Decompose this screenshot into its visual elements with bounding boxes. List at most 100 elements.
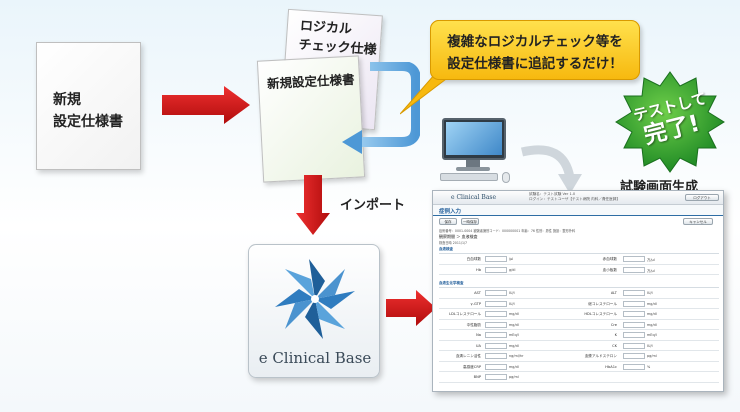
red-arrow-to-merge — [162, 86, 250, 124]
value-input[interactable] — [623, 353, 645, 359]
field-unit: mg/dl — [509, 322, 519, 327]
field-unit: % — [647, 364, 651, 369]
field-unit: pg/ml — [647, 354, 657, 358]
field-unit: IU/l — [509, 291, 515, 295]
field-unit: mEq/l — [509, 333, 519, 337]
field-unit: mEq/l — [647, 333, 657, 337]
value-input[interactable] — [623, 363, 645, 370]
value-input[interactable] — [485, 353, 507, 359]
merge-bracket-arrow — [342, 62, 420, 154]
field-label: 血小板数 — [602, 267, 617, 272]
field-unit: ng/ml/hr — [509, 354, 524, 358]
import-label: インポート — [340, 198, 406, 213]
field-label: γ-GTP — [470, 301, 481, 306]
field-unit: g/dl — [509, 267, 516, 272]
logic-check-spec-label: ロジカル チェック仕様 — [298, 18, 377, 59]
value-input[interactable] — [623, 256, 645, 262]
value-input[interactable] — [623, 300, 645, 307]
red-arrow-import — [296, 175, 330, 235]
computer-icon — [440, 118, 520, 183]
screen-page-title: 症例入力 — [439, 209, 462, 215]
field-label: HbA1c — [605, 364, 617, 369]
feature-callout-text: 複雑なロジカルチェック等を 設定仕様書に追記するだけ！ — [430, 20, 640, 80]
field-label: HDLコレステロール — [584, 312, 617, 316]
pinwheel-logo-icon — [275, 259, 355, 339]
value-input[interactable] — [485, 290, 507, 296]
value-input[interactable] — [623, 342, 645, 349]
screen-meta-date: 検査日時 2011/1/7 — [439, 241, 468, 245]
value-input[interactable] — [623, 321, 645, 328]
field-label: LDLコレステロール — [449, 312, 481, 316]
generated-case-entry-screen: e Clinical Base 試験名：テスト試験 Ver 1.0 ログイン：テ… — [432, 190, 724, 392]
field-label: K — [614, 333, 617, 337]
field-label: 赤血球数 — [602, 257, 617, 261]
table-row: 血清レニン活性 ng/ml/hr 血漿アルドステロン pg/ml — [439, 351, 719, 362]
value-input[interactable] — [623, 290, 645, 296]
value-input[interactable] — [485, 342, 507, 349]
field-label: 総コレステロール — [588, 301, 617, 306]
screen-header-info: 試験名：テスト試験 Ver 1.0 ログイン：テストユーザ【テスト病院 内科／責… — [529, 192, 620, 201]
temp-save-button[interactable]: 一時保存 — [461, 218, 479, 225]
field-label: 中性脂肪 — [466, 322, 481, 327]
field-unit: 万/μl — [647, 268, 655, 273]
field-label: Cre — [610, 322, 617, 327]
field-unit: mg/dl — [509, 312, 519, 316]
value-input[interactable] — [485, 311, 507, 317]
field-label: 血清レニン活性 — [455, 354, 481, 358]
table-row: LDLコレステロール mg/dl HDLコレステロール mg/dl — [439, 309, 719, 320]
value-input[interactable] — [623, 266, 645, 273]
value-input[interactable] — [623, 311, 645, 317]
red-arrow-to-screen — [386, 290, 436, 326]
field-label: BNP — [473, 375, 481, 379]
field-unit: 万/μl — [647, 258, 655, 262]
eclinical-base-logo-box: e Clinical Base — [248, 244, 380, 378]
value-input[interactable] — [485, 332, 507, 338]
screen-title-bar: 症例入力 — [433, 205, 723, 216]
field-unit: pg/ml — [509, 375, 519, 379]
field-unit: mg/dl — [647, 312, 657, 316]
value-input[interactable] — [485, 321, 507, 328]
value-input[interactable] — [485, 256, 507, 262]
screen-meta-case: 症例番号：0001-0004 被験者識別コード：000000001 年齢：76 … — [439, 229, 576, 233]
field-unit: mg/dl — [647, 301, 657, 306]
value-input[interactable] — [485, 300, 507, 307]
table-row: Hb g/dl 血小板数 万/μl — [439, 265, 719, 275]
value-input[interactable] — [485, 363, 507, 370]
field-label: Hb — [476, 267, 481, 272]
field-unit: mg/dl — [509, 343, 519, 348]
logo-wordmark: e Clinical Base — [258, 349, 372, 367]
field-unit: IU/l — [509, 301, 515, 306]
screen-section-biochem: 血液生化学検査 — [439, 281, 464, 285]
table-row: 高感度CRP mg/dl HbA1c% — [439, 362, 719, 372]
value-input[interactable] — [623, 332, 645, 338]
field-label: 血漿アルドステロン — [584, 354, 617, 358]
new-spec-document-label: 新規 設定仕様書 — [53, 92, 123, 130]
field-label: CK — [612, 343, 617, 348]
table-row: γ-GTP IU/l 総コレステロール mg/dl — [439, 299, 719, 309]
field-unit: mg/dl — [647, 322, 657, 327]
cancel-button[interactable]: キャンセル — [683, 218, 713, 225]
table-row: 中性脂肪 mg/dl Cre mg/dl — [439, 320, 719, 330]
field-unit: IU/l — [647, 291, 653, 295]
field-unit: IU/l — [647, 343, 653, 348]
field-unit: mg/dl — [509, 364, 519, 369]
screen-brand: e Clinical Base — [451, 194, 497, 201]
value-input[interactable] — [485, 266, 507, 273]
curved-arrow-to-screen — [520, 145, 582, 194]
save-button[interactable]: 保存 — [439, 218, 457, 225]
logout-button[interactable]: ログアウト — [685, 194, 719, 201]
field-label: ALT — [610, 291, 617, 295]
new-spec-document: 新規 設定仕様書 — [36, 42, 141, 170]
test-complete-badge — [615, 71, 725, 173]
screen-meta-visit: 観察期間 ＞ 血液検査 — [439, 234, 478, 239]
field-label: 高感度CRP — [463, 364, 481, 369]
table-row: BNP pg/ml — [439, 372, 719, 383]
field-label: Na — [476, 333, 481, 337]
value-input[interactable] — [485, 374, 507, 380]
